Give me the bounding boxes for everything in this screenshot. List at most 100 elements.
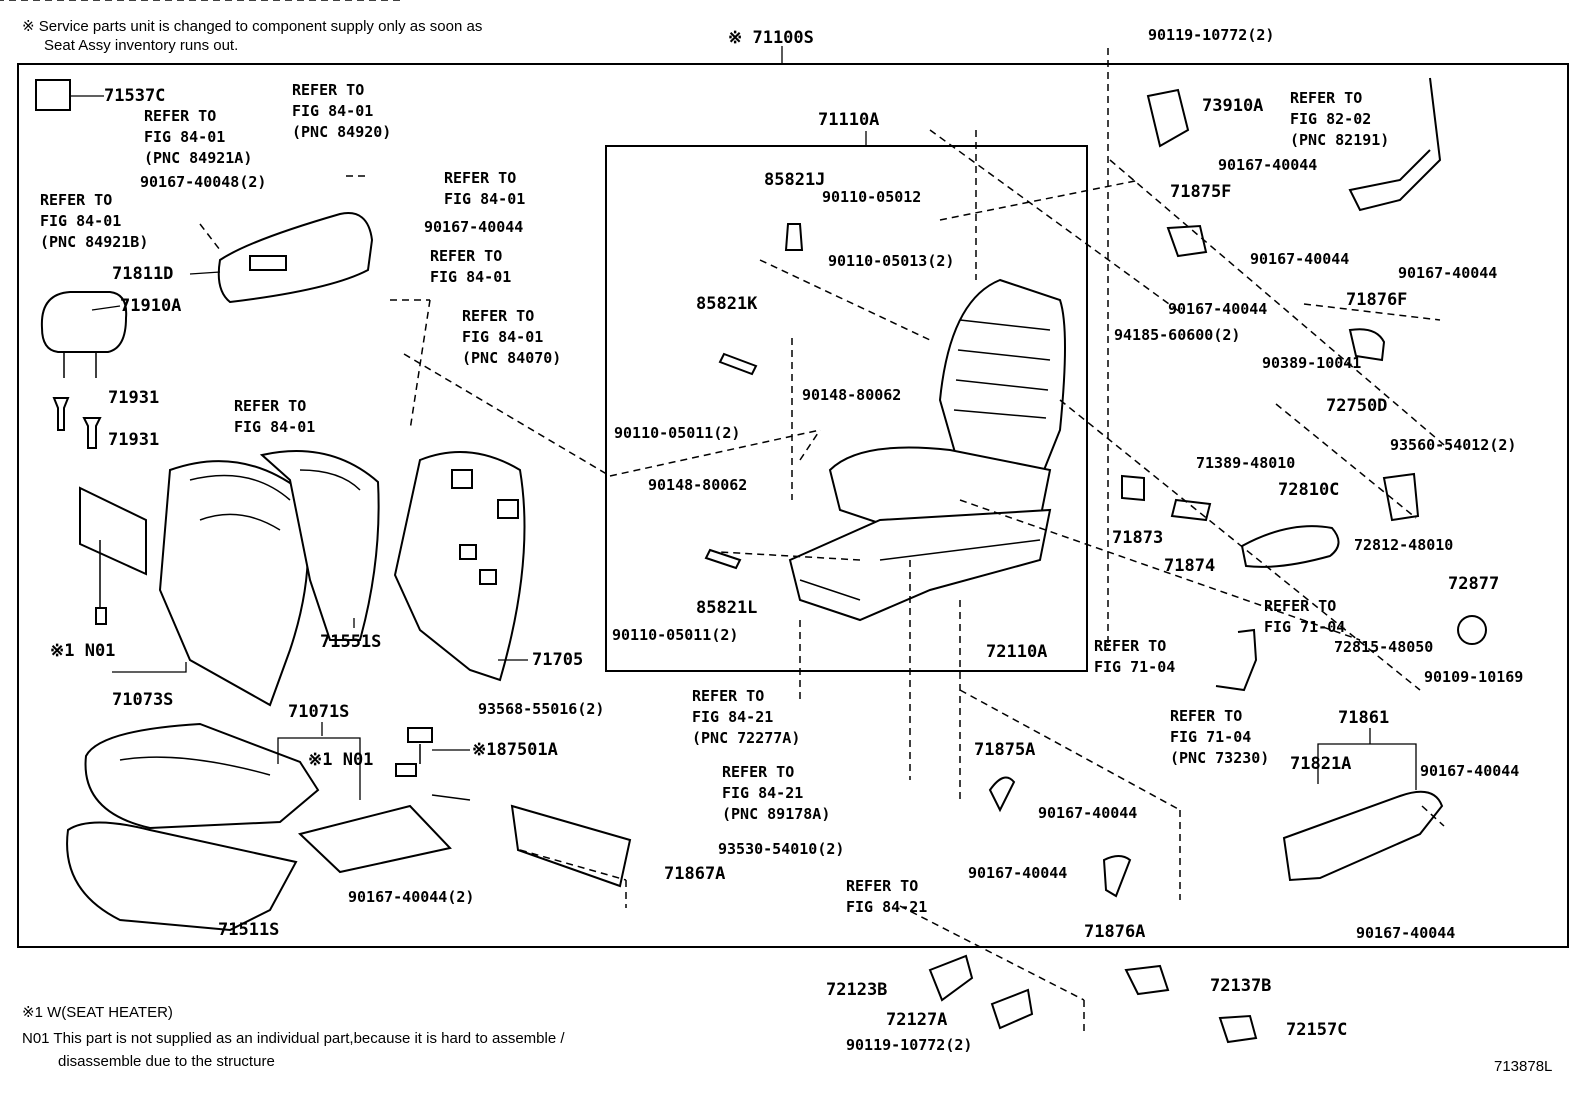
- bracket-71876F-drawing: [1348, 328, 1386, 362]
- bracket-71876A-drawing: [1102, 855, 1132, 898]
- refer-to-label[interactable]: REFER TO FIG 84-01: [234, 397, 316, 436]
- part-number-label[interactable]: 71873: [1112, 528, 1164, 548]
- part-number-label[interactable]: 73910A: [1202, 96, 1264, 116]
- part-number-label[interactable]: 72877: [1448, 574, 1500, 594]
- part-number-label[interactable]: 71875F: [1170, 182, 1232, 202]
- bracket-71875F-drawing: [1166, 224, 1208, 258]
- part-number-label[interactable]: 90167-40044: [1168, 300, 1268, 318]
- refer-to-label[interactable]: REFER TO FIG 71-04: [1094, 637, 1176, 676]
- part-number-label[interactable]: 90167-40044: [1038, 804, 1138, 822]
- belt-72750D-drawing: [1382, 472, 1420, 522]
- seatback-plate-drawing: [79, 486, 147, 625]
- headrest-drawing: [40, 291, 128, 378]
- refer-to-label[interactable]: REFER TO FIG 84-21 (PNC 72277A): [692, 687, 801, 747]
- part-number-label[interactable]: 90167-40044: [1398, 264, 1498, 282]
- sub-assembly-frame: [605, 145, 1088, 672]
- part-number-label[interactable]: 71876F: [1346, 290, 1408, 310]
- part-number-label[interactable]: 71551S: [320, 632, 382, 652]
- legend-n01-line2: disassemble due to the structure: [58, 1053, 275, 1070]
- cover-71867A-drawing: [510, 804, 632, 888]
- part-number-label[interactable]: 90167-40044(2): [348, 888, 475, 906]
- part-number-label[interactable]: 71811D: [112, 264, 174, 284]
- refer-to-label[interactable]: REFER TO FIG 84-01 (PNC 84921B): [40, 191, 149, 251]
- part-number-label[interactable]: 72123B: [826, 980, 888, 1000]
- refer-to-label[interactable]: REFER TO FIG 71-04: [1264, 597, 1346, 636]
- part-number-label[interactable]: 71821A: [1290, 754, 1352, 774]
- part-number-label[interactable]: 90167-40048(2): [140, 173, 267, 191]
- part-number-label[interactable]: 71867A: [664, 864, 726, 884]
- refer-to-label[interactable]: REFER TO FIG 84-01: [430, 247, 512, 286]
- part-number-label[interactable]: 90119-10772(2): [1148, 26, 1275, 44]
- part-number-label[interactable]: 85821K: [696, 294, 758, 314]
- part-number-label[interactable]: 85821L: [696, 598, 758, 618]
- part-number-label[interactable]: 90109-10169: [1424, 668, 1524, 686]
- refer-to-label[interactable]: REFER TO FIG 84-01 (PNC 84920): [292, 81, 392, 141]
- legend-n01-line1: N01 This part is not supplied as an indi…: [22, 1030, 565, 1047]
- part-number-label[interactable]: 90110-05011(2): [614, 424, 741, 442]
- wire-harness-drawing: [1348, 77, 1442, 212]
- part-number-label[interactable]: 90167-40044: [1218, 156, 1318, 174]
- cover-71873-drawing: [1121, 474, 1145, 502]
- part-number-label[interactable]: ※1 N01: [50, 641, 116, 661]
- part-number-label[interactable]: 90148-80062: [802, 386, 902, 404]
- part-number-label[interactable]: ※187501A: [472, 740, 558, 760]
- part-number-label[interactable]: 72110A: [986, 642, 1048, 662]
- part-number-label[interactable]: 72137B: [1210, 976, 1272, 996]
- side-shield-drawing: [217, 212, 374, 304]
- part-number-label[interactable]: 71861: [1338, 708, 1390, 728]
- part-number-label[interactable]: 71875A: [974, 740, 1036, 760]
- part-number-label[interactable]: ※1 N01: [308, 750, 374, 770]
- part-number-label[interactable]: 90167-40044: [1420, 762, 1520, 780]
- seat-cushion-cover-drawing: [84, 722, 320, 830]
- part-number-label[interactable]: 90167-40044: [1250, 250, 1350, 268]
- part-number-label[interactable]: 72812-48010: [1354, 536, 1454, 554]
- part-number-label[interactable]: 90148-80062: [648, 476, 748, 494]
- refer-to-label[interactable]: REFER TO FIG 71-04 (PNC 73230): [1170, 707, 1270, 767]
- part-number-label[interactable]: 90110-05013(2): [828, 252, 955, 270]
- seat-cushion-pad-drawing: [66, 821, 298, 932]
- part-number-label[interactable]: 90389-10041: [1262, 354, 1362, 372]
- assembly-frame: [17, 63, 1569, 948]
- part-number-label[interactable]: 85821J: [764, 170, 826, 190]
- part-number-label[interactable]: 72157C: [1286, 1020, 1348, 1040]
- refer-to-label[interactable]: REFER TO FIG 84-21: [846, 877, 928, 916]
- part-number-label[interactable]: 72810C: [1278, 480, 1340, 500]
- part-number-label[interactable]: 72750D: [1326, 396, 1388, 416]
- part-number-label[interactable]: 90167-40044: [1356, 924, 1456, 942]
- part-number-label[interactable]: 93568-55016(2): [478, 700, 605, 718]
- refer-to-label[interactable]: REFER TO FIG 84-01 (PNC 84070): [462, 307, 562, 367]
- part-number-label[interactable]: 90110-05012: [822, 188, 922, 206]
- part-number-label[interactable]: 71876A: [1084, 922, 1146, 942]
- part-number-label[interactable]: 71511S: [218, 920, 280, 940]
- part-number-label[interactable]: 72127A: [886, 1010, 948, 1030]
- seatback-pad-drawing: [259, 450, 380, 641]
- part-number-label[interactable]: 71910A: [120, 296, 182, 316]
- leader-lines: [70, 95, 1417, 800]
- part-number-label[interactable]: 90167-40044: [424, 218, 524, 236]
- part-number-label[interactable]: 71705: [532, 650, 584, 670]
- part-number-label[interactable]: 71537C: [104, 86, 166, 106]
- cover-72127A-drawing: [990, 988, 1034, 1030]
- shield-72810C-drawing: [1240, 525, 1340, 568]
- top-note-line1: ※ Service parts unit is changed to compo…: [22, 18, 483, 35]
- part-number-label[interactable]: 71931: [108, 388, 160, 408]
- refer-to-label[interactable]: REFER TO FIG 84-01: [444, 169, 526, 208]
- part-number-label[interactable]: 90167-40044: [968, 864, 1068, 882]
- refer-to-label[interactable]: REFER TO FIG 84-01 (PNC 84921A): [144, 107, 253, 167]
- part-number-label[interactable]: 94185-60600(2): [1114, 326, 1241, 344]
- part-number-label[interactable]: 72815-48050: [1334, 638, 1434, 656]
- part-number-label[interactable]: 71071S: [288, 702, 350, 722]
- part-number-label[interactable]: 90110-05011(2): [612, 626, 739, 644]
- back-board-drawing: [393, 451, 526, 682]
- part-number-label[interactable]: 71931: [108, 430, 160, 450]
- module-73910A-drawing: [1146, 88, 1190, 148]
- refer-to-label[interactable]: REFER TO FIG 82-02 (PNC 82191): [1290, 89, 1390, 149]
- part-number-label[interactable]: 71874: [1164, 556, 1216, 576]
- refer-to-label[interactable]: REFER TO FIG 84-21 (PNC 89178A): [722, 763, 831, 823]
- seat-heater-drawing: [297, 727, 471, 874]
- part-number-label[interactable]: 93530-54010(2): [718, 840, 845, 858]
- part-number-label[interactable]: 93560-54012(2): [1390, 436, 1517, 454]
- part-number-label[interactable]: 71073S: [112, 690, 174, 710]
- part-number-label[interactable]: 90119-10772(2): [846, 1036, 973, 1054]
- part-number-label[interactable]: 71389-48010: [1196, 454, 1296, 472]
